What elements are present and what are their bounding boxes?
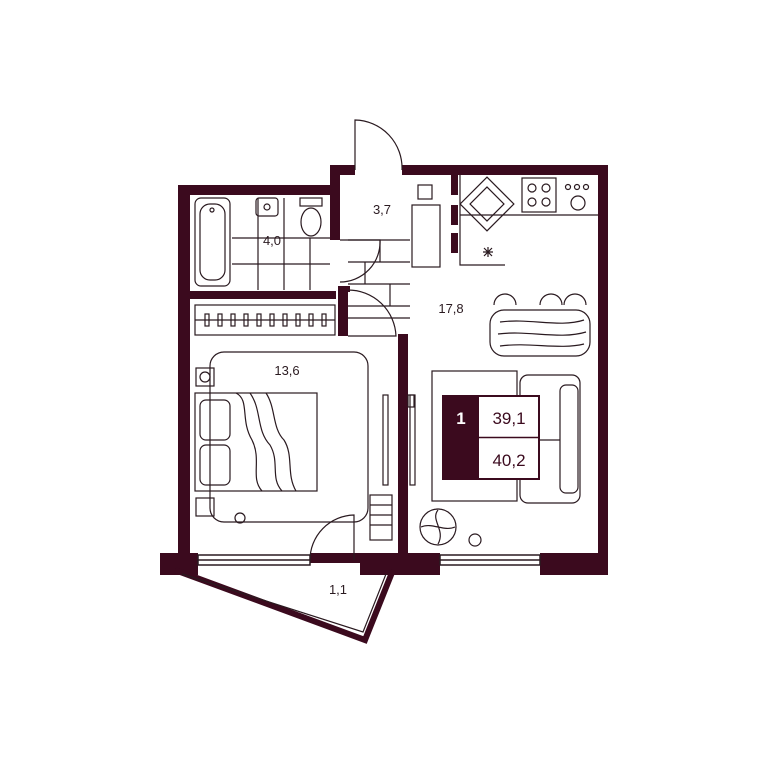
badge-room-count: 1 <box>456 409 465 428</box>
area-badge: 1 39,1 40,2 <box>442 395 540 480</box>
badge-living-area: 39,1 <box>492 409 525 428</box>
room-area-hall: 3,7 <box>373 202 391 217</box>
bathroom-fixtures <box>194 197 330 290</box>
balcony <box>173 567 396 644</box>
walls <box>160 165 608 575</box>
badge-total-area: 40,2 <box>492 451 525 470</box>
hangers <box>204 313 327 327</box>
room-area-balcony: 1,1 <box>329 582 347 597</box>
hall-fixtures <box>348 184 441 319</box>
bedroom-furniture <box>194 304 393 541</box>
dining-table <box>489 293 591 357</box>
room-area-bathroom: 4,0 <box>263 233 281 248</box>
room-area-bedroom: 13,6 <box>274 363 299 378</box>
kitchen-fixtures <box>459 175 598 266</box>
balcony-inner <box>181 573 387 633</box>
room-area-kitchen-living: 17,8 <box>438 301 463 316</box>
